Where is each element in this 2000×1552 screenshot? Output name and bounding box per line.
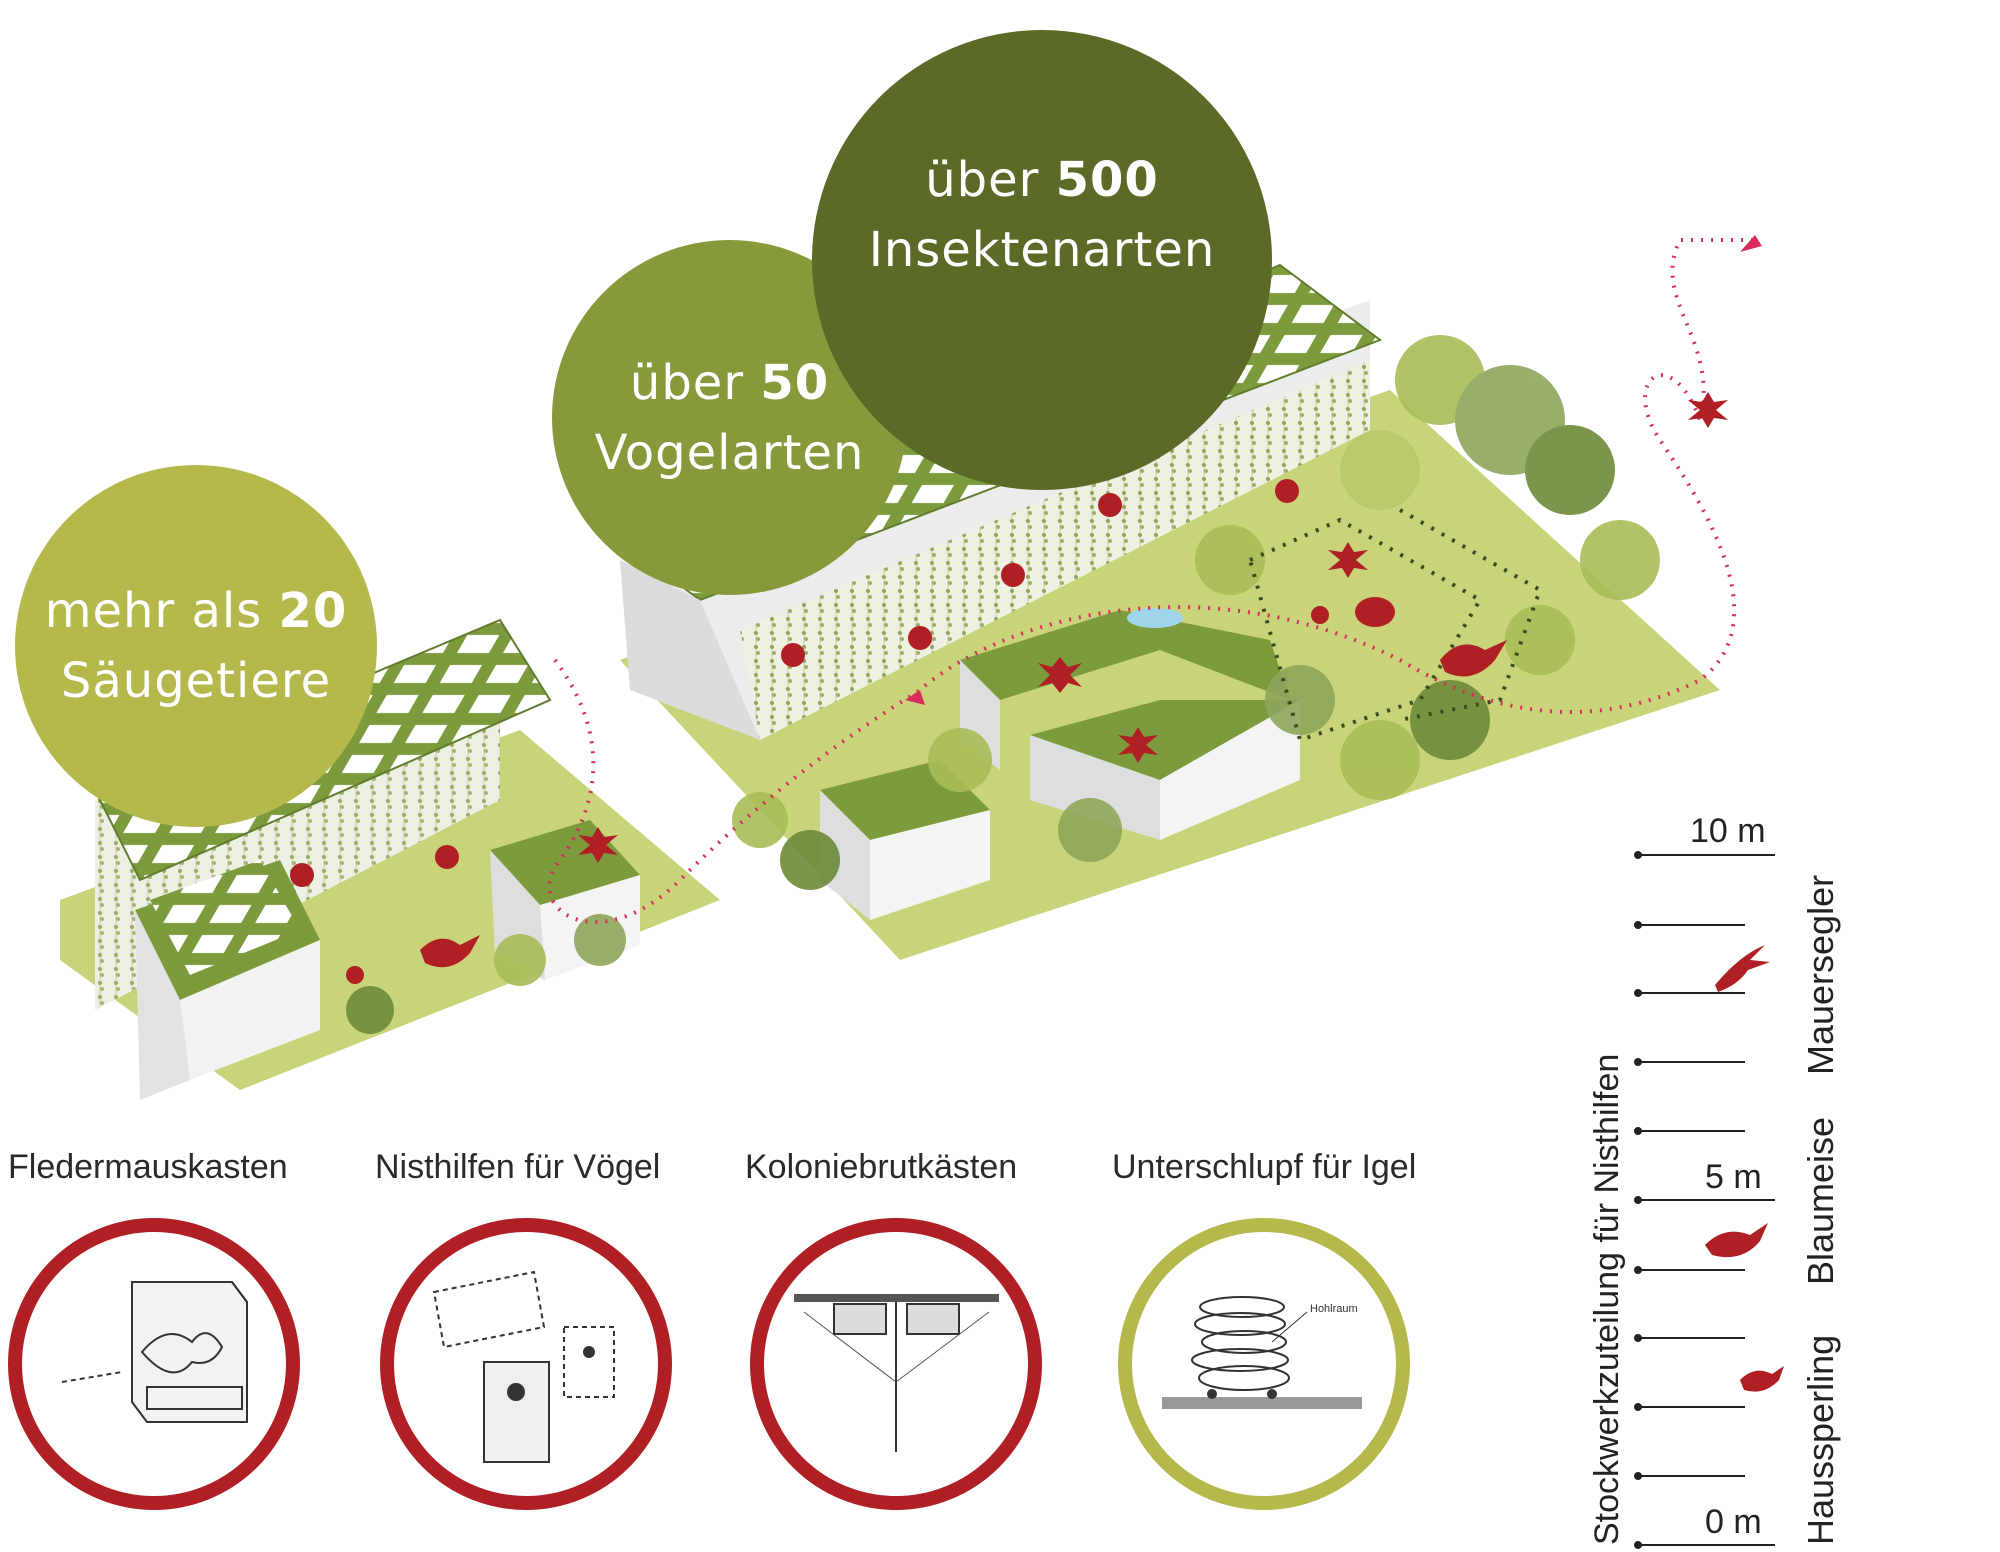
colony-box-ring: [750, 1218, 1042, 1510]
stat-bubble-mammals: mehr als 20 Säugetiere: [15, 465, 377, 827]
bird-nest-box-icon: [432, 1270, 615, 1463]
stat-birds-line1: über 50: [629, 354, 830, 411]
label-hedgehog-shelter: Unterschlupf für Igel: [1112, 1148, 1417, 1186]
scale-title: Stockwerkzuteilung für Nisthilfen: [1588, 1053, 1626, 1545]
nest-markers: [290, 479, 1299, 887]
hedgehog-shelter-ring: Hohlraum: [1118, 1218, 1410, 1510]
bat-box-ring: [8, 1218, 300, 1510]
flight-path: [547, 238, 1755, 924]
stat-mammals-line2: Säugetiere: [60, 653, 332, 709]
label-colony-box: Koloniebrutkästen: [745, 1148, 1018, 1186]
trees: [346, 335, 1660, 1034]
bird-label-blaumeise: Blaumeise: [1800, 1116, 1841, 1285]
bat-box-icon: [61, 1281, 248, 1423]
animal-silhouettes: [346, 392, 1728, 984]
scale-tick-10m: 10 m: [1690, 812, 1766, 850]
stat-mammals-line1: mehr als 20: [44, 583, 348, 639]
left-annex: [135, 860, 320, 1100]
courtyard-buildings: [820, 608, 1300, 920]
label-bat-box: Fledermauskasten: [8, 1148, 288, 1186]
hedgehog-shelter-icon: Hohlraum: [1162, 1296, 1362, 1409]
label-bird-nest-box: Nisthilfen für Vögel: [375, 1148, 661, 1186]
bird-label-haussperling: Haussperling: [1800, 1334, 1841, 1545]
scale-tick-0m: 0 m: [1705, 1503, 1762, 1541]
stat-insects-line2: Insektenarten: [868, 222, 1216, 278]
stat-bubble-insects: über 500 Insektenarten: [812, 30, 1272, 490]
stat-birds-line2: Vogelarten: [594, 424, 865, 481]
bird-label-mauersegler: Mauersegler: [1800, 874, 1841, 1075]
stat-insects-line1: über 500: [925, 152, 1159, 208]
scale-tick-5m: 5 m: [1705, 1158, 1762, 1196]
bird-nest-box-ring: [380, 1218, 672, 1510]
hedgehog-hollow-label: Hohlraum: [1310, 1303, 1358, 1315]
colony-nest-box-icon: [794, 1294, 999, 1452]
